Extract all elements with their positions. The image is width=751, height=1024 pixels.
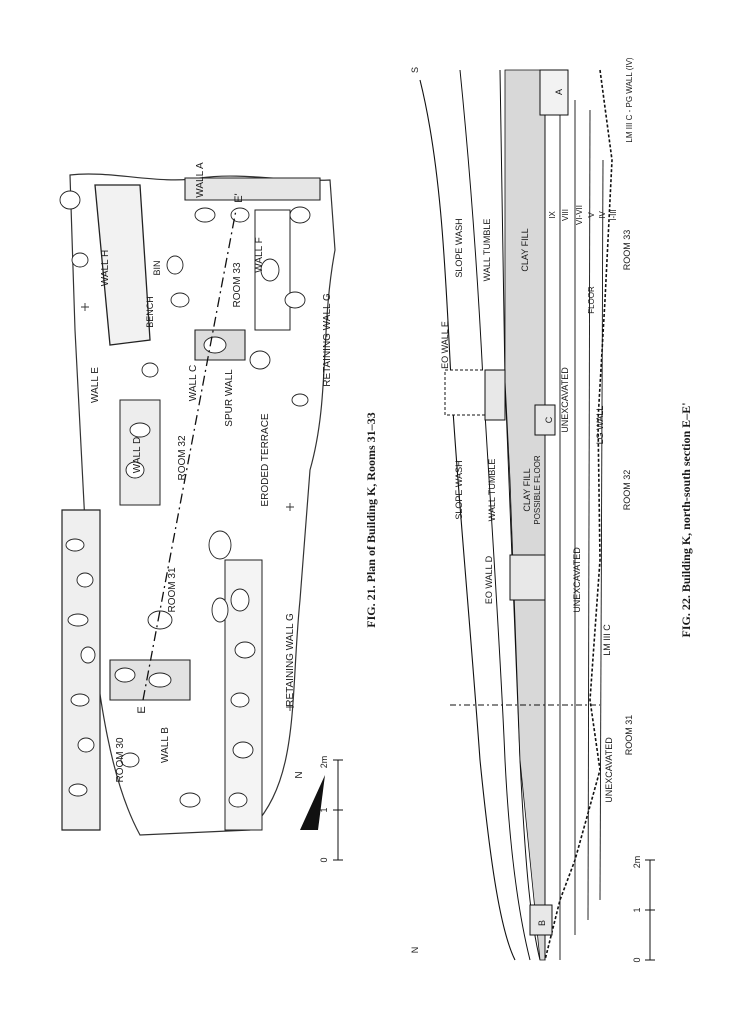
label-clay-fill-1: CLAY FILL	[520, 228, 530, 271]
label-floor: FLOOR	[587, 286, 596, 314]
label-lg-wall: LG WALL	[595, 406, 605, 445]
wall-a-outline	[184, 177, 321, 201]
label-room-32: ROOM 32	[177, 435, 188, 480]
stratum-label: VI-VII	[575, 205, 584, 225]
eo-wall-e-stones	[484, 369, 506, 421]
fig22-labels: S N A B C LM III C - PG WALL (IV) SLOPE …	[410, 57, 634, 953]
label-wall-e: WALL E	[90, 367, 101, 403]
surface-line	[419, 79, 516, 961]
label-wall-b: WALL B	[160, 727, 171, 763]
eo-wall-d-section	[509, 554, 546, 601]
label-possible-floor: POSSIBLE FLOOR	[533, 455, 542, 525]
stratum-label: IX	[548, 211, 557, 219]
bedrock-line	[544, 69, 613, 961]
label-c: C	[544, 416, 554, 423]
wall-h-outline	[94, 184, 151, 346]
north-label: N	[294, 771, 305, 778]
label-eo-wall-d: EO WALL D	[484, 555, 494, 604]
label-retaining-wall-g: RETAINING WALL G	[285, 613, 296, 707]
label-unexcavated-1: UNEXCAVATED	[560, 367, 570, 433]
label-room-31: ROOM 31	[624, 715, 634, 756]
fig21-scale: N 0 1 2m	[294, 756, 343, 863]
fig22-section: S N A B C LM III C - PG WALL (IV) SLOPE …	[410, 57, 693, 962]
label-retaining-wall-g-top: RETAINING WALL G	[322, 293, 333, 387]
wall-c-section	[534, 404, 556, 436]
scale-2m: 2m	[632, 856, 642, 869]
label-wall-c: WALL C	[188, 365, 199, 402]
label-room-32: ROOM 32	[622, 470, 632, 511]
label-eroded-terrace: ERODED TERRACE	[260, 413, 271, 506]
label-b: B	[537, 920, 547, 926]
label-bin: BIN	[152, 260, 162, 275]
label-eo-wall-e: EO WALL E	[440, 321, 450, 369]
label-room-30: ROOM 30	[115, 737, 126, 782]
strata-lines	[544, 70, 604, 960]
label-wall-d: WALL D	[132, 437, 143, 474]
label-wall-h: WALL H	[100, 250, 111, 287]
label-a: A	[554, 89, 564, 95]
fig21-plan: WALL H WALL A E' BIN BENCH WALL F ROOM 3…	[59, 162, 378, 863]
north-arrow-icon	[300, 775, 325, 830]
grid-crosses	[81, 303, 294, 711]
label-slope-wash-1: SLOPE WASH	[454, 218, 464, 277]
slope-wash-line	[459, 69, 531, 961]
label-slope-wash-2: SLOPE WASH	[454, 460, 464, 519]
label-wall-tumble-2: WALL TUMBLE	[487, 459, 497, 522]
fig22-caption: FIG. 22. Building K, north-south section…	[679, 402, 693, 637]
fig22-scale: 0 1 2m	[632, 856, 655, 963]
label-bench: BENCH	[145, 296, 155, 328]
label-clay-fill-2: CLAY FILL	[522, 468, 532, 511]
wall-f-outline	[254, 209, 291, 331]
label-room-31: ROOM 31	[167, 567, 178, 612]
wall-d-outline	[119, 399, 161, 506]
fig21-labels: WALL H WALL A E' BIN BENCH WALL F ROOM 3…	[90, 162, 333, 783]
wall-b-section	[529, 904, 553, 936]
scale-2m: 2m	[319, 756, 329, 769]
scale-1: 1	[319, 807, 329, 812]
label-wall-tumble-1: WALL TUMBLE	[482, 219, 492, 282]
label-e-prime: E'	[233, 193, 245, 202]
scale-1: 1	[632, 907, 642, 912]
label-wall-a: WALL A	[195, 162, 206, 198]
stones	[59, 190, 311, 808]
label-room-33: ROOM 33	[622, 230, 632, 271]
label-unexcavated-2: UNEXCAVATED	[572, 547, 582, 613]
stratum-label: VIII	[561, 209, 570, 221]
wall-a-section	[539, 69, 569, 116]
stratum-label: V	[587, 212, 596, 218]
strata-numerals: IX VIII VI-VII V IV I-III	[548, 205, 618, 225]
label-spur-wall: SPUR WALL	[224, 369, 235, 427]
scale-0: 0	[632, 957, 642, 962]
section-line-e-e-prime	[142, 209, 237, 701]
label-unexcavated-3: UNEXCAVATED	[604, 737, 614, 803]
stratum-label: IV	[598, 211, 607, 219]
label-wall-f: WALL F	[254, 237, 265, 272]
label-room-33: ROOM 33	[232, 262, 243, 307]
label-e: E	[136, 706, 148, 713]
fig21-caption: FIG. 21. Plan of Building K, Rooms 31–33	[364, 412, 378, 627]
west-wall-outline	[61, 509, 101, 831]
label-lm-iii-c: LM III C	[602, 624, 612, 656]
label-lm-pg-wall: LM III C - PG WALL (IV)	[625, 57, 634, 143]
label-n: N	[410, 947, 420, 954]
scale-0: 0	[319, 857, 329, 862]
label-s: S	[410, 67, 420, 73]
stratum-label: I-III	[609, 209, 618, 221]
